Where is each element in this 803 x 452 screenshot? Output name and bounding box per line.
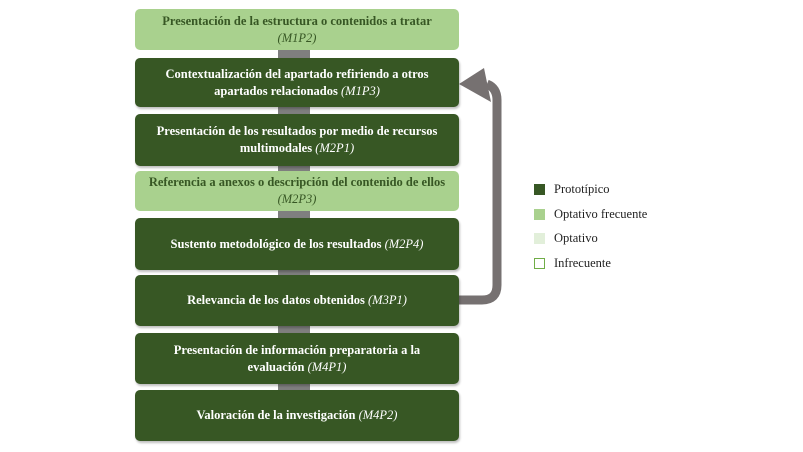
stage-code: (M1P3) — [341, 83, 380, 98]
legend-item-optional: Optativo — [534, 230, 598, 246]
legend-item-prototypical: Prototípico — [534, 181, 610, 197]
legend-label: Optativo — [554, 230, 598, 245]
stage-code: (M3P1) — [368, 293, 407, 307]
stage-text: Referencia a anexos o descripción del co… — [148, 175, 446, 189]
legend-swatch — [534, 183, 545, 195]
stage-m2p3: Referencia a anexos o descripción del co… — [135, 171, 459, 211]
legend-label: Infrecuente — [554, 255, 611, 270]
connector-4 — [278, 211, 310, 218]
loop-arrow-shaft — [459, 79, 502, 305]
stage-text: Presentación de la estructura o contenid… — [162, 13, 432, 28]
legend-item-infrequent: Infrecuente — [534, 255, 611, 271]
legend-swatch — [534, 208, 545, 220]
stage-m2p4: Sustento metodológico de los resultados … — [135, 218, 459, 270]
legend-swatch — [534, 257, 545, 269]
connector-5 — [278, 270, 310, 275]
stage-text: Sustento metodológico de los resultados — [170, 236, 382, 251]
stage-text: Valoración de la investigación — [196, 408, 356, 422]
stage-text: Presentación de información preparatoria… — [173, 342, 421, 374]
stage-m2p1: Presentación de los resultados por medio… — [135, 114, 459, 166]
connector-7 — [278, 384, 310, 390]
stage-code: (M2P4) — [384, 236, 424, 251]
legend-label: Optativo frecuente — [554, 206, 648, 221]
connector-1 — [278, 50, 310, 58]
stage-text: Contextualización del apartado refiriend… — [165, 66, 429, 98]
stage-m4p1: Presentación de información preparatoria… — [135, 333, 459, 384]
connector-3 — [278, 166, 310, 171]
stage-m1p2: Presentación de la estructura o contenid… — [135, 9, 459, 50]
connector-2 — [278, 107, 310, 114]
stage-m1p3: Contextualización del apartado refiriend… — [135, 58, 459, 107]
stage-code: (M4P2) — [358, 408, 398, 422]
stage-code: (M2P1) — [315, 141, 355, 155]
legend-item-frequent: Optativo frecuente — [534, 206, 647, 222]
stage-text: Presentación de los resultados por medio… — [156, 124, 438, 155]
stage-m3p1: Relevancia de los datos obtenidos (M3P1) — [135, 275, 459, 326]
stage-code: (M4P1) — [307, 359, 347, 374]
legend-swatch — [534, 232, 545, 244]
stage-text: Relevancia de los datos obtenidos — [187, 293, 365, 307]
loop-arrow-head-icon — [459, 68, 491, 102]
stage-code: (M2P3) — [277, 192, 317, 206]
stage-m4p2: Valoración de la investigación (M4P2) — [135, 390, 459, 441]
connector-6 — [278, 326, 310, 333]
legend-label: Prototípico — [554, 181, 610, 196]
stage-code: (M1P2) — [277, 30, 317, 45]
